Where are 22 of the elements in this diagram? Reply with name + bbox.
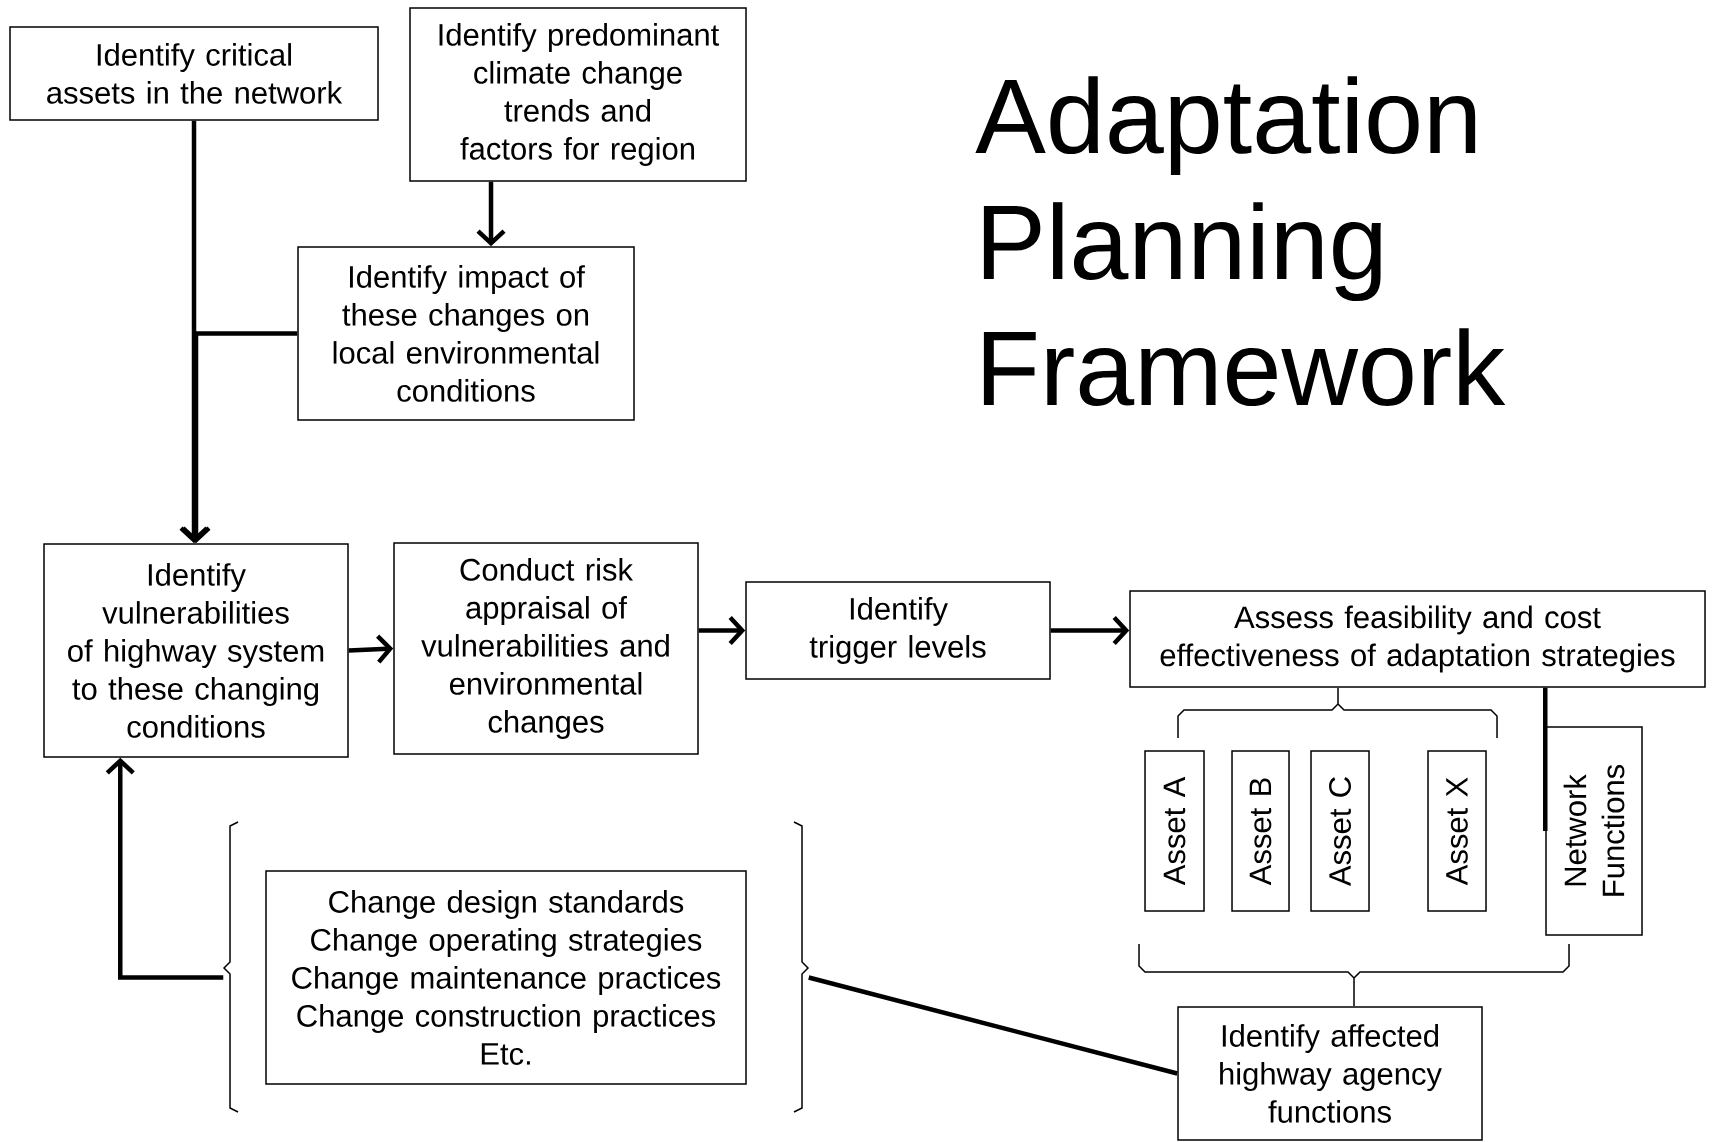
process-box: Identify vulnerabilities of highway system to these changing conditions [43,543,349,758]
asset-box: Asset C [1310,750,1370,912]
arrow [181,331,298,544]
process-box: Identify impact of these changes on local environmental conditions [297,246,635,421]
arrow [476,181,506,247]
arrow [179,120,209,544]
process-box: Identify affected highway agency functions [1177,1006,1483,1141]
asset-box: Asset X [1427,750,1487,912]
process-box: Identify predominant climate change trends and factors for region [409,7,747,182]
process-box: Conduct risk appraisal of vulnerabilities and environmental changes [393,542,699,755]
process-box: Assess feasibility and cost effectiveness of adaptation strategies [1129,590,1706,688]
connector-line [808,975,1178,1076]
arrow [1050,615,1130,646]
process-box: Identify critical assets in the network [9,26,379,121]
arrow [105,757,224,980]
asset-box: Asset B [1231,750,1290,912]
connector-line [1543,687,1548,831]
process-box: Identify trigger levels [745,581,1051,680]
asset-box: Asset A [1144,750,1205,912]
process-box: Change design standards Change operating strategies Change maintenance practices Change construction practices Etc. [265,870,747,1085]
title: Adaptation Planning Framework [975,76,1506,407]
asset-box: Network Functions [1545,726,1643,936]
